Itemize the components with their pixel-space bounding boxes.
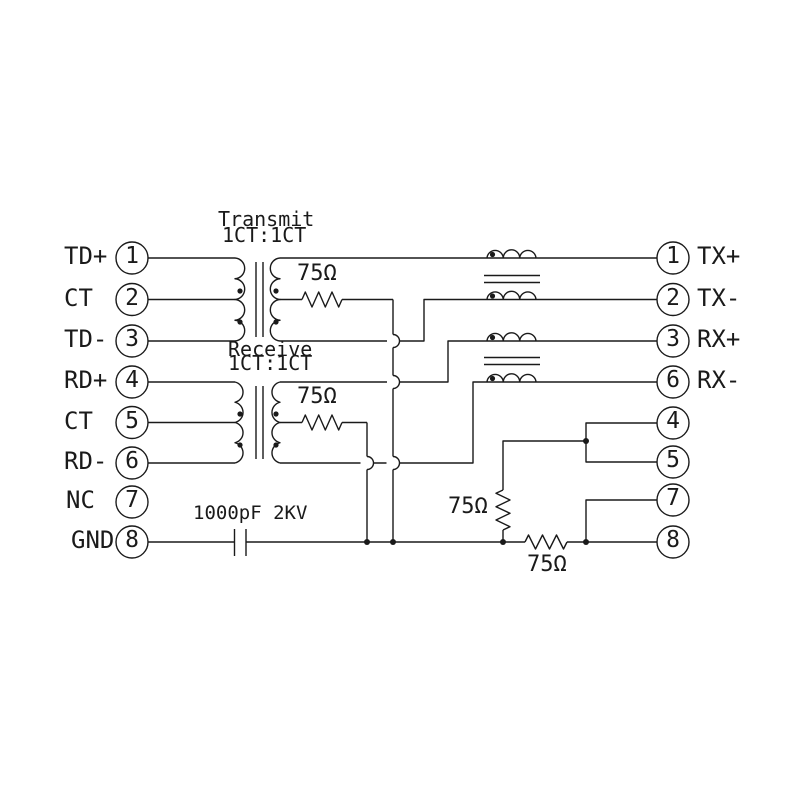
right-pin-number-1: 1 <box>666 243 680 269</box>
tx-choke-bottom-winding <box>486 290 657 301</box>
transformer-polarity-dots <box>237 288 279 448</box>
left-pin-circles <box>115 241 149 559</box>
right-pin-number-5: 5 <box>666 447 680 473</box>
right-pin-number-4: 4 <box>666 408 680 434</box>
wire-hop <box>366 455 375 471</box>
pair78-resistor-value: 75Ω <box>527 552 567 577</box>
pair45-resistor-value: 75Ω <box>448 494 488 519</box>
pin7-wire <box>585 499 657 542</box>
choke-polarity-dots <box>489 251 496 382</box>
rx-termination-resistor <box>301 414 343 431</box>
left-pin-label-4: RD+ <box>64 366 108 394</box>
pair78-resistor <box>524 534 568 550</box>
transmit-transformer-title: Transmit <box>218 207 315 231</box>
left-pin-label-7: NC <box>66 486 95 514</box>
receive-transformer-title: Receive <box>228 336 313 361</box>
capacitor-symbol <box>233 529 247 556</box>
left-pin-label-5: CT <box>64 406 93 435</box>
left-pin-number-4: 4 <box>125 367 139 393</box>
right-pin-number-3: 3 <box>666 326 680 352</box>
receive-transformer-ratio: 1CT:1CT <box>228 351 313 375</box>
transmit-transformer-secondary-winding <box>269 257 281 342</box>
txminus-wire <box>280 298 487 342</box>
right-pin-number-6: 6 <box>666 367 680 393</box>
right-pin-number-7: 7 <box>666 485 680 511</box>
left-pin-wires <box>148 257 235 464</box>
pair45-branch <box>502 440 586 542</box>
receive-transformer-core <box>255 386 264 459</box>
junction-dots <box>364 438 589 545</box>
left-pin-number-1: 1 <box>125 243 139 269</box>
rxplus-wire <box>280 340 487 383</box>
rx-choke-top-winding <box>486 332 657 342</box>
rx-choke-core <box>484 356 540 366</box>
rx-choke-bottom-winding <box>486 373 657 383</box>
transmit-transformer-ratio: 1CT:1CT <box>222 222 307 247</box>
tx-choke-core <box>484 274 540 284</box>
rx-resistor-value: 75Ω <box>297 384 337 409</box>
tx-choke-top-winding <box>486 249 657 259</box>
right-pin-number-8: 8 <box>666 527 680 553</box>
left-pin-number-6: 6 <box>125 448 139 474</box>
rxminus-wire <box>280 381 487 464</box>
right-pin-label-rxminus: RX- <box>697 366 741 394</box>
receive-transformer-secondary-winding <box>271 381 281 464</box>
transmit-transformer-core <box>255 262 264 337</box>
right-pin-number-2: 2 <box>666 284 680 311</box>
tx-resistor-value: 75Ω <box>297 261 337 286</box>
right-pin-label-txplus: TX+ <box>697 242 741 270</box>
left-pin-label-3: TD- <box>64 325 108 353</box>
pair45-resistor <box>495 489 511 531</box>
wire-hop <box>392 333 401 471</box>
capacitor-value: 1000pF 2KV <box>193 502 308 524</box>
right-pin-circles <box>656 241 690 559</box>
left-pin-number-3: 3 <box>125 326 139 352</box>
right-pin-label-rxplus: RX+ <box>697 325 741 353</box>
left-pin-label-8: GND <box>71 526 115 554</box>
left-pin-label-2: CT <box>64 283 93 312</box>
left-pin-number-2: 2 <box>125 284 139 311</box>
pin45-wires <box>585 422 657 463</box>
left-pin-label-1: TD+ <box>64 242 108 270</box>
left-pin-label-6: RD- <box>64 447 108 475</box>
tx-termination-resistor <box>301 291 343 308</box>
left-pin-number-7: 7 <box>125 487 139 513</box>
transmit-transformer-primary-winding <box>234 257 246 342</box>
receive-transformer-primary-winding <box>234 381 244 464</box>
left-pin-number-5: 5 <box>125 407 139 434</box>
left-pin-number-8: 8 <box>125 527 139 553</box>
right-pin-label-txminus: TX- <box>697 283 741 312</box>
